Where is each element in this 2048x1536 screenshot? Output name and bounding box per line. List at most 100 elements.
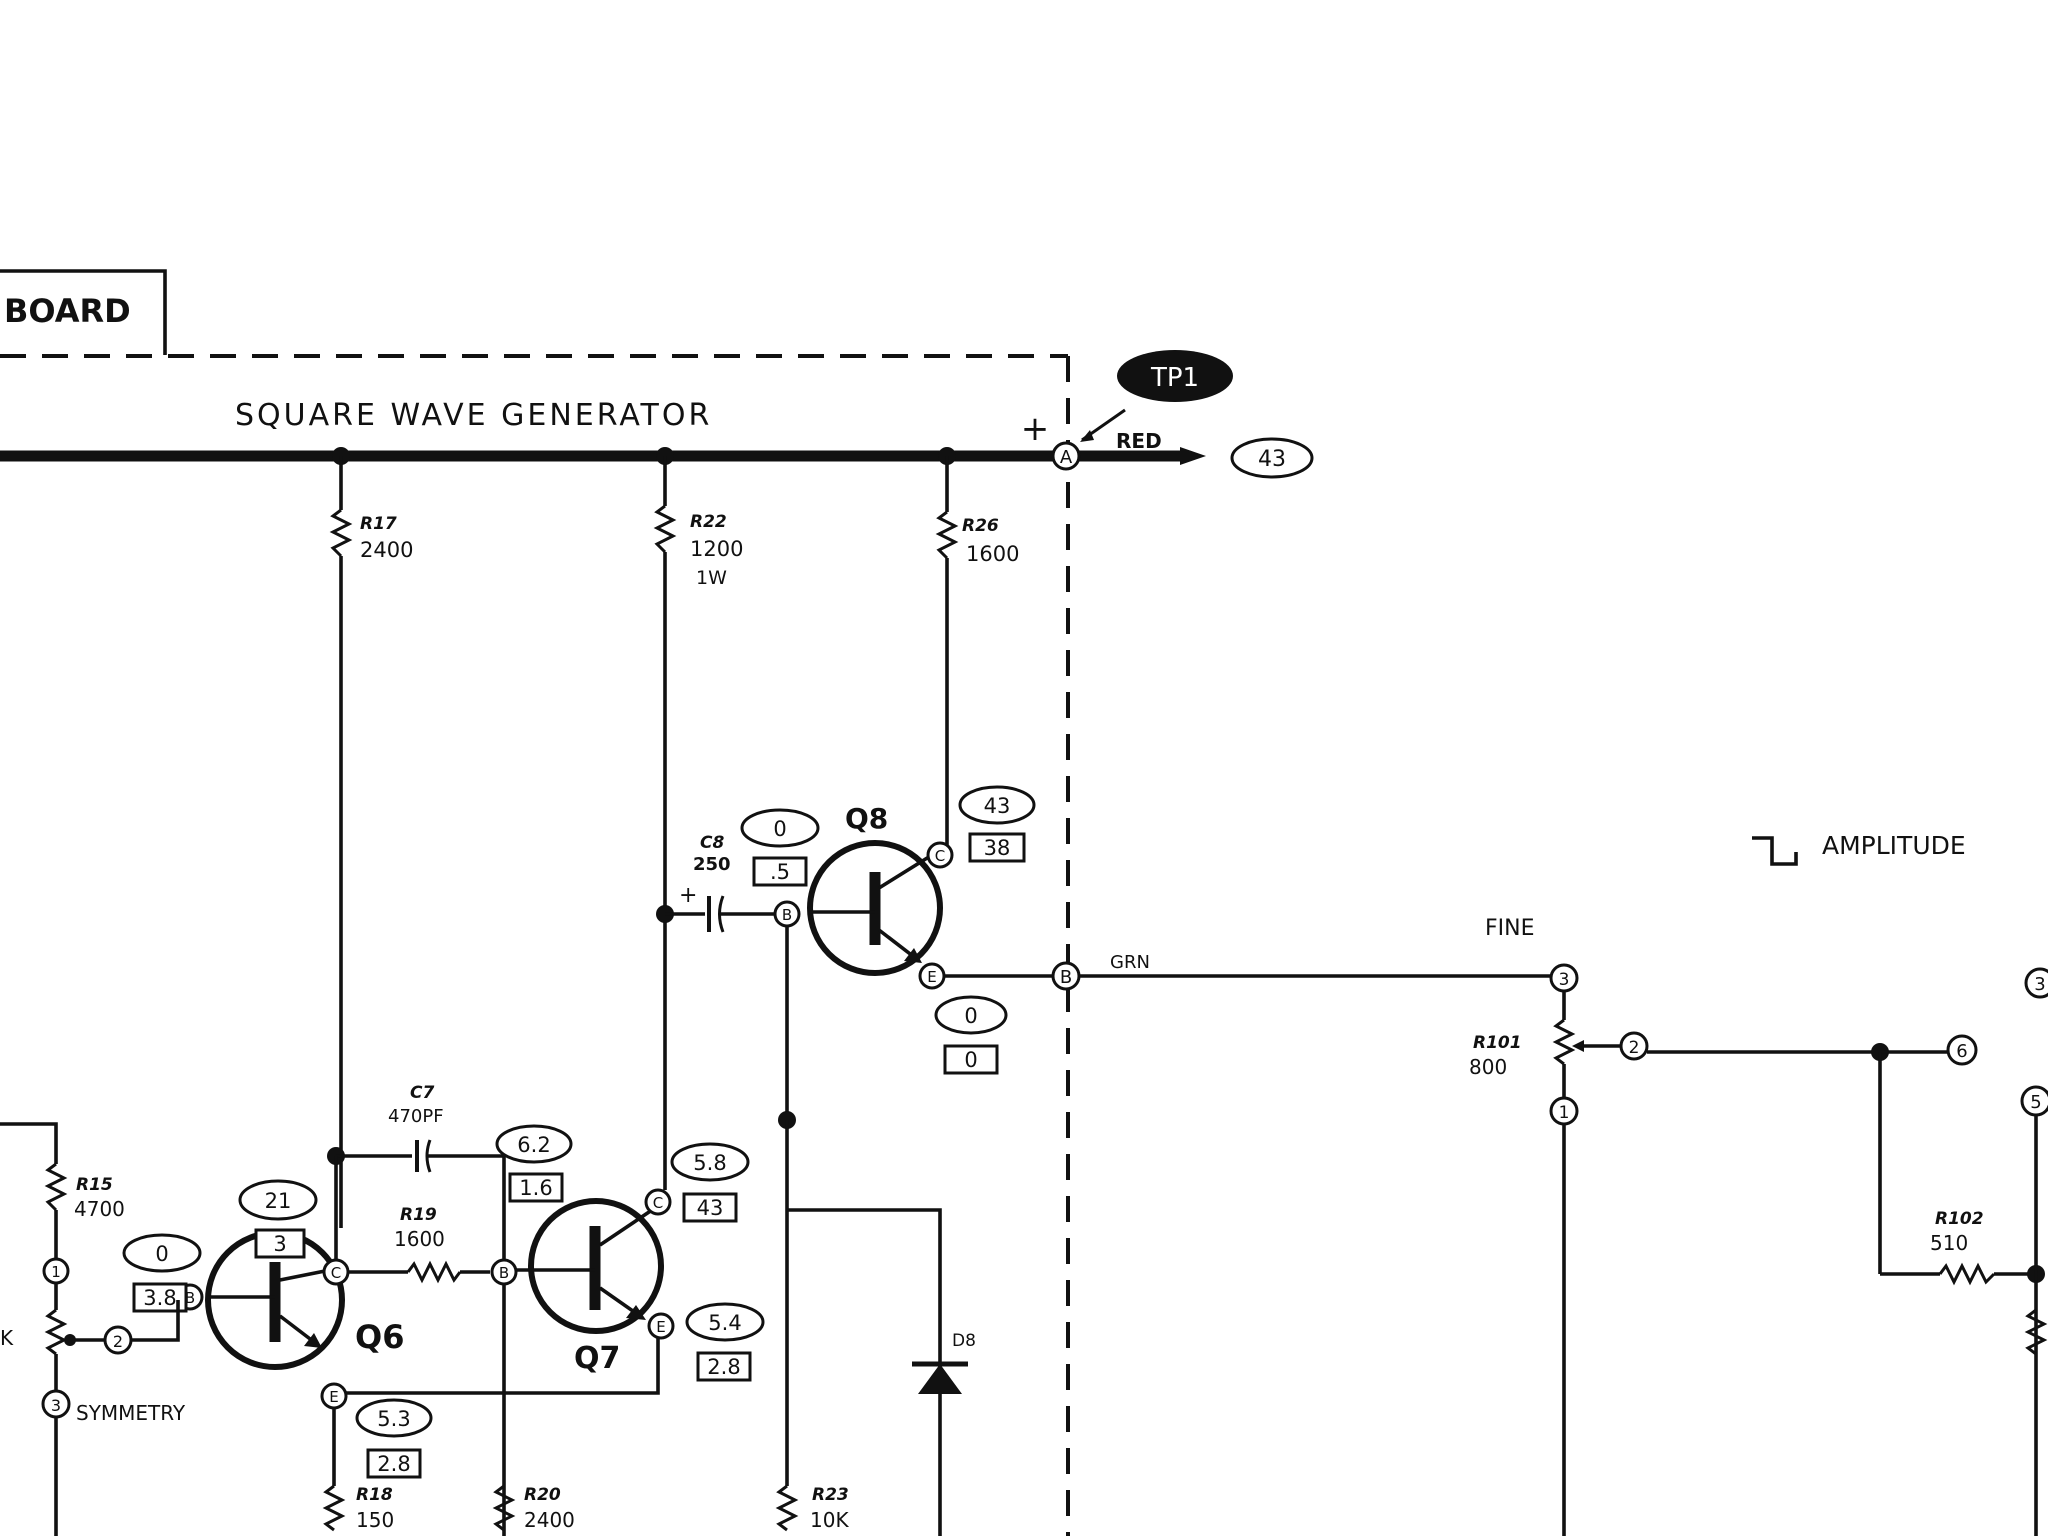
- q8-collector-lead: [878, 853, 933, 890]
- r15-name: R15: [76, 1175, 113, 1195]
- q7-pin-e: [647, 1312, 675, 1340]
- r101-resistor: [1552, 1018, 1576, 1066]
- r16-terminal-3-label: 3: [51, 1396, 61, 1415]
- q7-c-oval: [670, 1142, 750, 1182]
- c8-value: 250: [693, 854, 731, 875]
- r17-value: 2400: [360, 538, 413, 562]
- r101-terminal-2: [1619, 1031, 1649, 1061]
- amplitude-label: AMPLITUDE: [1822, 831, 1966, 860]
- terminal-5-label: 5: [2030, 1092, 2041, 1113]
- connector-a: [1051, 441, 1081, 471]
- c8-plus: +: [679, 883, 697, 908]
- tp1-pointer-head: [1080, 430, 1094, 442]
- r26-resistor: [935, 510, 959, 560]
- q7-name: Q7: [574, 1341, 620, 1376]
- q6-b-box: [132, 1282, 188, 1313]
- r16-terminal-1-label: 1: [51, 1263, 61, 1281]
- q8-b-oval: [740, 808, 820, 848]
- r22-resistor: [653, 504, 677, 554]
- r26-value: 1600: [966, 542, 1019, 566]
- q7-b-box: [508, 1172, 564, 1203]
- r16-resistor: [44, 1308, 68, 1356]
- board-title: BOARD: [4, 292, 131, 330]
- r18-value: 150: [356, 1508, 394, 1532]
- q7-pin-c-label: C: [653, 1194, 663, 1212]
- q6-c-voltage-1: 21: [265, 1189, 292, 1213]
- tp1-label: TP1: [1150, 363, 1199, 393]
- q8-b-voltage-1: 0: [773, 817, 786, 841]
- terminal-6: [1946, 1034, 1978, 1066]
- connector-b-label: B: [1060, 967, 1072, 988]
- r19-value: 1600: [394, 1227, 445, 1251]
- terminal-6-label: 6: [1956, 1041, 1967, 1062]
- symmetry-label: SYMMETRY: [76, 1401, 186, 1425]
- q6-b-oval: [122, 1233, 202, 1273]
- q6-b-voltage-2: 3.8: [143, 1286, 176, 1310]
- q8-b-box: [752, 856, 808, 887]
- q7-e-oval: [685, 1302, 765, 1342]
- q8-pin-c-label: C: [935, 847, 945, 865]
- q6-pin-c-label: C: [331, 1264, 341, 1282]
- r102-value: 510: [1930, 1231, 1968, 1255]
- q6-c-oval: [238, 1179, 318, 1221]
- q7-pin-b-label: B: [499, 1264, 509, 1282]
- q8-emitter-arrow: [904, 948, 922, 963]
- q8-c-voltage-1: 43: [984, 794, 1011, 818]
- r18-resistor: [322, 1484, 346, 1532]
- q6-name: Q6: [355, 1318, 404, 1356]
- r102-resistor: [1938, 1262, 1996, 1286]
- q8-e-voltage-2: 0: [964, 1048, 977, 1072]
- q7-c-box: [682, 1192, 738, 1223]
- emitter-tie: [346, 1322, 660, 1395]
- r23-resistor: [775, 1484, 799, 1532]
- q7-pin-b: [490, 1258, 518, 1286]
- r101-terminal-3-label: 3: [1559, 970, 1570, 990]
- d8-wire: [787, 1208, 942, 1364]
- r101-terminal-2-label: 2: [1629, 1038, 1640, 1058]
- q7-b-voltage-2: 1.6: [519, 1176, 552, 1200]
- r20-value: 2400: [524, 1508, 575, 1532]
- r16-terminal-2-label: 2: [113, 1332, 123, 1351]
- junction-dot: [64, 1334, 76, 1346]
- q8-e-box: [943, 1044, 999, 1075]
- resistor: [2024, 1308, 2048, 1356]
- q6-b-voltage-1: 0: [155, 1242, 168, 1266]
- c7-name: C7: [410, 1083, 434, 1103]
- r15-resistor: [44, 1162, 68, 1212]
- r20-name: R20: [524, 1485, 561, 1505]
- r102-name: R102: [1935, 1209, 1984, 1229]
- q6-c-voltage-2: 3: [273, 1232, 286, 1256]
- fine-label: FINE: [1485, 916, 1535, 941]
- r101-name: R101: [1473, 1033, 1522, 1053]
- plus-sign: +: [1021, 409, 1050, 449]
- q7-e-voltage-2: 2.8: [707, 1355, 740, 1379]
- q8-pin-b-label: B: [782, 906, 792, 924]
- q6-c-box: [254, 1228, 306, 1259]
- r22-value: 1200: [690, 537, 743, 561]
- d8-label: D8: [952, 1331, 976, 1351]
- q8-c-box: [968, 832, 1026, 863]
- q6-e-oval: [355, 1398, 433, 1438]
- voltage-oval-43: [1230, 437, 1314, 479]
- r20-resistor: [492, 1484, 516, 1532]
- section-title: SQUARE WAVE GENERATOR: [235, 398, 712, 433]
- q8-pin-c: [926, 841, 954, 869]
- q7-b-oval: [495, 1124, 573, 1164]
- q8-c-voltage-2: 38: [984, 836, 1011, 860]
- q7-c-voltage-1: 5.8: [693, 1151, 726, 1175]
- q7-e-box: [696, 1351, 752, 1382]
- r22-name: R22: [690, 512, 727, 532]
- r101-value: 800: [1469, 1055, 1507, 1079]
- r101-terminal-1-label: 1: [1559, 1103, 1570, 1123]
- q6-pin-b-label: B: [185, 1289, 195, 1307]
- q8-pin-e-label: E: [927, 968, 936, 986]
- wire: [0, 1122, 58, 1164]
- q7-pin-c: [644, 1188, 672, 1216]
- c8-name: C8: [700, 833, 724, 853]
- r22-rating: 1W: [696, 567, 727, 589]
- c8-plate-2: [718, 895, 725, 933]
- q7-e-voltage-1: 5.4: [708, 1311, 741, 1335]
- r18-name: R18: [356, 1485, 393, 1505]
- q6-pin-e-label: E: [329, 1388, 338, 1406]
